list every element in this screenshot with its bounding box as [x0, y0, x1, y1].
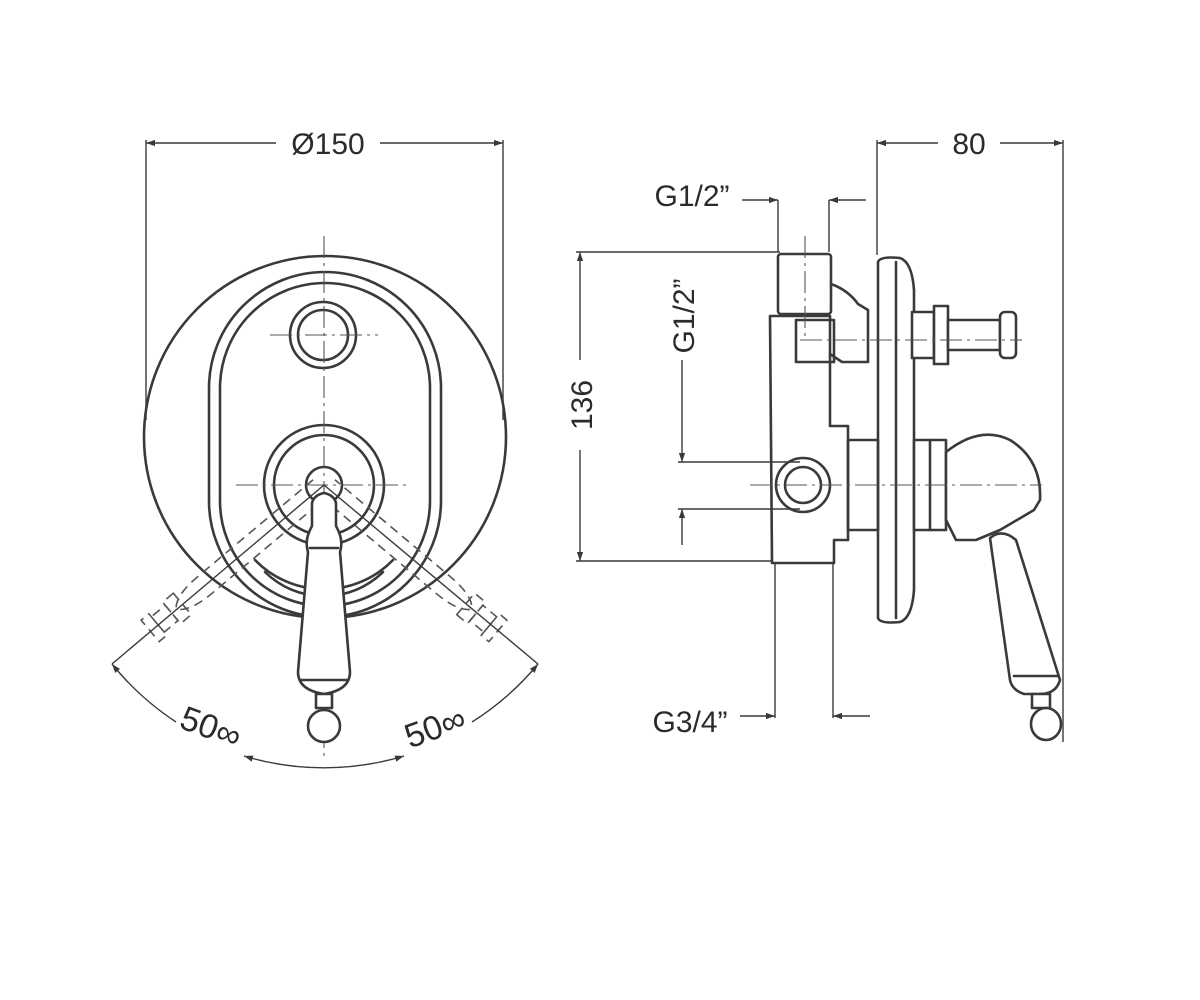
side-connection-label: G1/2”: [668, 278, 701, 353]
angle-left-label: 50∞: [175, 699, 246, 756]
depth-label: 80: [952, 128, 985, 161]
top-connection-label: G1/2”: [654, 180, 729, 213]
diameter-dimension: Ø150: [145, 128, 504, 420]
angle-right-label: 50∞: [400, 699, 471, 756]
diverter-stem-side: [910, 304, 1018, 366]
top-connection-dimension: G1/2”: [654, 180, 866, 252]
diameter-label: Ø150: [291, 128, 364, 161]
side-view: 80 G1/2” 136 G1/2”: [566, 128, 1064, 742]
side-connection-dimension: G1/2”: [668, 278, 800, 545]
wall-plate-side: [876, 256, 916, 624]
height-label: 136: [566, 380, 599, 430]
height-dimension: 136: [566, 251, 780, 562]
valve-body: [768, 314, 850, 565]
lever-side: [912, 433, 1063, 742]
lever-handle: [296, 491, 352, 744]
front-view: Ø150: [111, 128, 539, 769]
bottom-connection-dimension: G3/4”: [652, 563, 870, 739]
bottom-connection-label: G3/4”: [652, 706, 727, 739]
depth-dimension: 80: [876, 128, 1064, 742]
